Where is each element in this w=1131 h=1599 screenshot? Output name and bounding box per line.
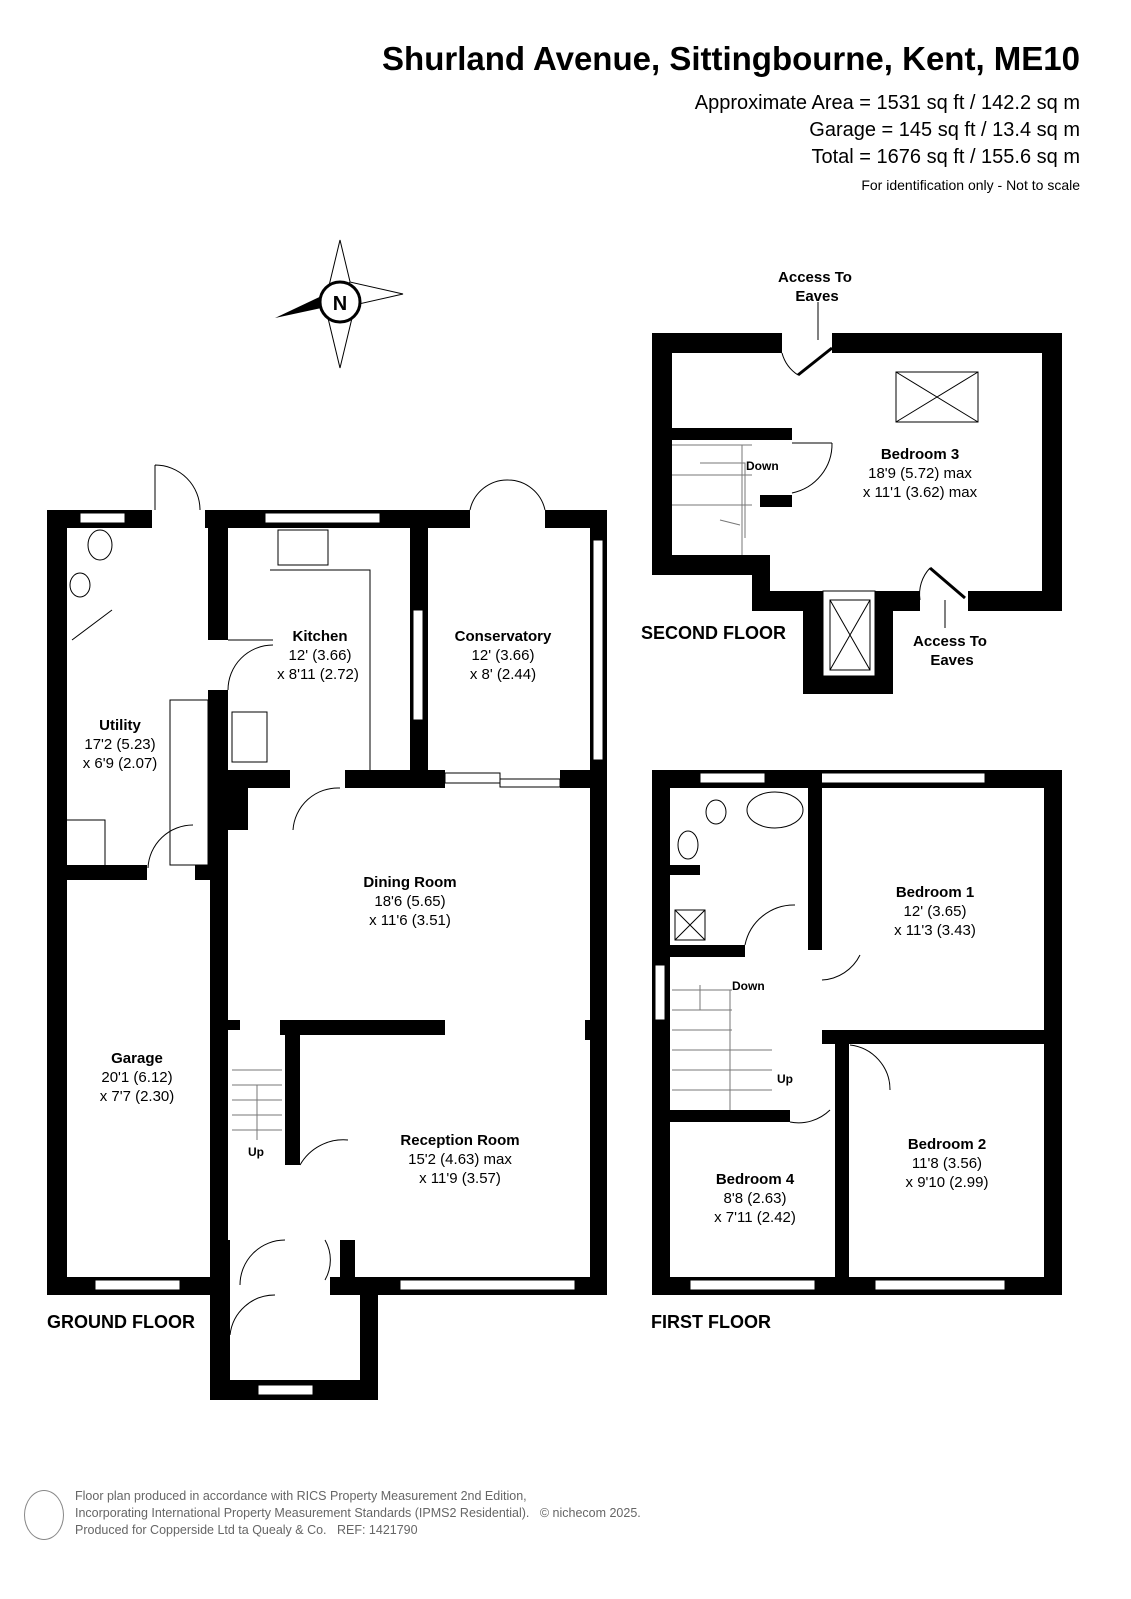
- person-icon: [24, 1490, 64, 1540]
- footer-line1: Floor plan produced in accordance with R…: [75, 1489, 527, 1503]
- reception-dim1: 15'2 (4.63) max: [408, 1151, 512, 1168]
- footer-ref: REF: 1421790: [336, 1523, 418, 1537]
- bedroom4-name: Bedroom 4: [716, 1171, 795, 1188]
- ground-floor-walls: [47, 464, 607, 1400]
- second-floor-label: SECOND FLOOR: [641, 623, 786, 643]
- conservatory-name: Conservatory: [455, 628, 552, 645]
- first-floor-walls: [652, 770, 1062, 1295]
- bedroom3-name: Bedroom 3: [881, 446, 959, 463]
- footer: Floor plan produced in accordance with R…: [75, 1488, 641, 1539]
- bedroom2-name: Bedroom 2: [908, 1136, 986, 1153]
- footer-line3: Produced for Copperside Ltd ta Quealy & …: [75, 1523, 327, 1537]
- utility-dim2: x 6'9 (2.07): [83, 755, 158, 772]
- bedroom3-dim1: 18'9 (5.72) max: [868, 465, 972, 482]
- dining-name: Dining Room: [363, 874, 456, 891]
- property-title: Shurland Avenue, Sittingbourne, Kent, ME…: [382, 40, 1080, 77]
- first-floor-down-label: Down: [732, 979, 765, 993]
- eaves-top-line2: Eaves: [795, 288, 838, 305]
- ground-floor-label: GROUND FLOOR: [47, 1312, 195, 1332]
- second-floor-down-label: Down: [746, 459, 779, 473]
- garage-dim1: 20'1 (6.12): [101, 1069, 172, 1086]
- conservatory-dim1: 12' (3.66): [472, 647, 535, 664]
- eaves-bottom-line1: Access To: [913, 633, 987, 650]
- scale-note: For identification only - Not to scale: [861, 177, 1080, 193]
- bedroom3-dim2: x 11'1 (3.62) max: [863, 484, 978, 501]
- first-floor-up-label: Up: [777, 1072, 793, 1086]
- compass-icon: N: [275, 239, 404, 369]
- bedroom4-dim2: x 7'11 (2.42): [714, 1209, 796, 1226]
- bedroom2-dim2: x 9'10 (2.99): [906, 1174, 989, 1191]
- footer-line3-wrap: Produced for Copperside Ltd ta Quealy & …: [75, 1522, 641, 1539]
- approximate-area: Approximate Area = 1531 sq ft / 142.2 sq…: [694, 92, 1080, 114]
- compass-north-label: N: [333, 293, 347, 315]
- reception-name: Reception Room: [400, 1132, 519, 1149]
- footer-line2-wrap: Incorporating International Property Mea…: [75, 1505, 641, 1522]
- bedroom1-name: Bedroom 1: [896, 884, 974, 901]
- second-floor-walls: [652, 302, 1062, 694]
- garage-area: Garage = 145 sq ft / 13.4 sq m: [809, 119, 1080, 141]
- eaves-top-line1: Access To: [778, 269, 852, 286]
- kitchen-dim1: 12' (3.66): [289, 647, 352, 664]
- reception-dim2: x 11'9 (3.57): [419, 1170, 501, 1187]
- total-area: Total = 1676 sq ft / 155.6 sq m: [811, 146, 1081, 168]
- dining-dim2: x 11'6 (3.51): [369, 912, 451, 929]
- bedroom1-dim1: 12' (3.65): [904, 903, 967, 920]
- utility-name: Utility: [99, 717, 141, 734]
- bedroom4-dim1: 8'8 (2.63): [724, 1190, 787, 1207]
- bedroom1-dim2: x 11'3 (3.43): [894, 922, 976, 939]
- conservatory-dim2: x 8' (2.44): [470, 666, 536, 683]
- garage-name: Garage: [111, 1050, 163, 1067]
- utility-dim1: 17'2 (5.23): [84, 736, 155, 753]
- footer-line2: Incorporating International Property Mea…: [75, 1506, 530, 1520]
- kitchen-name: Kitchen: [292, 628, 347, 645]
- first-floor-label: FIRST FLOOR: [651, 1312, 771, 1332]
- kitchen-dim2: x 8'11 (2.72): [277, 666, 359, 683]
- bedroom2-dim1: 11'8 (3.56): [912, 1155, 982, 1172]
- garage-dim2: x 7'7 (2.30): [100, 1088, 175, 1105]
- dining-dim1: 18'6 (5.65): [374, 893, 445, 910]
- footer-copyright: © nichecom 2025.: [539, 1506, 641, 1520]
- eaves-bottom-line2: Eaves: [930, 652, 973, 669]
- stairs-up-label: Up: [248, 1145, 264, 1159]
